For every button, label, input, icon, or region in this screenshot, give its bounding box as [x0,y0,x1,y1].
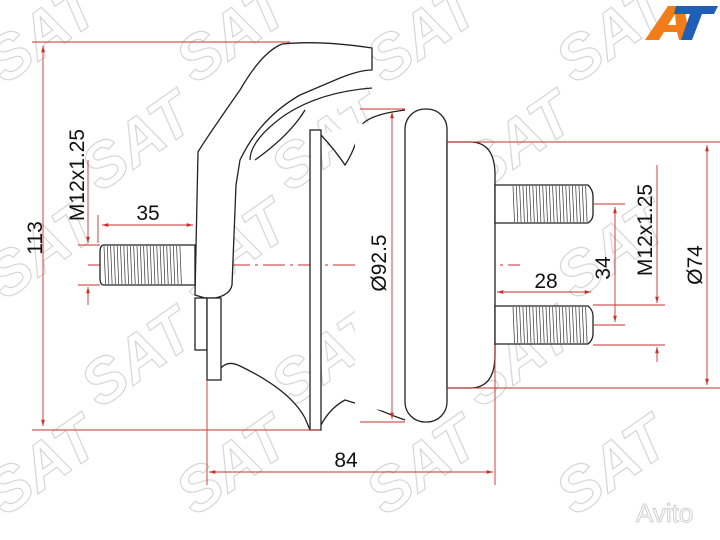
thread-line [136,245,139,285]
dim-left-stud-length: 35 [136,202,159,225]
dim-right-stud-length: 28 [534,270,557,293]
thread-line [575,185,578,223]
thread-line [542,185,545,223]
dimension-lines [32,41,720,485]
thread-line [163,245,166,285]
thread-line [522,185,525,223]
sat-watermark-text: SAT [353,0,495,96]
thread-line [572,306,575,344]
thread-line [106,245,110,285]
thread-line [172,245,176,285]
sat-watermark-text: SAT [0,401,115,529]
thread-line [562,306,565,344]
thread-line [149,245,153,285]
thread-line [519,185,522,223]
thread-line [103,245,106,285]
thread-line [552,306,555,344]
thread-line [542,306,545,344]
thread-line [581,185,585,223]
thread-line [123,245,126,285]
thread-line [130,245,133,285]
thread-line [169,245,172,285]
thread-line [153,245,156,285]
at-logo [645,6,718,40]
thread-line [525,185,529,223]
thread-line [539,306,542,344]
thread-line [515,185,519,223]
thread-line [535,306,538,344]
thread-line [515,306,519,344]
thread-line [116,245,120,285]
dim-flange-diameter: Ø92.5 [368,234,391,291]
thread-line [179,245,182,285]
thread-line [532,185,535,223]
sat-watermark-text: SAT [0,185,115,313]
thread-line [555,306,558,344]
thread-line [568,306,571,344]
thread-line [548,306,552,344]
thread-line [552,185,555,223]
sat-watermark-text: SAT [0,0,115,96]
thread-line [519,306,522,344]
thread-line [532,306,535,344]
thread-line [120,245,123,285]
thread-line [126,245,129,285]
thread-line [139,245,143,285]
sat-watermark-text: SAT [68,293,210,421]
dim-stud-spacing: 34 [592,256,615,280]
thread-line [525,306,529,344]
dim-height: 113 [24,221,47,254]
thread-line [572,185,575,223]
thread-line [529,306,532,344]
thread-line [585,185,588,223]
thread-line [146,245,149,285]
dim-right-thread: M12x1.25 [634,184,657,276]
dim-overall-length: 84 [334,449,358,472]
thread-line [558,185,562,223]
thread-line [565,185,568,223]
thread-line [176,245,179,285]
thread-line [133,245,136,285]
thread-line [565,306,568,344]
thread-line [512,306,515,344]
thread-line [143,245,146,285]
thread-line [581,306,585,344]
thread-line [575,306,578,344]
thread-line [156,245,159,285]
thread-line [562,185,565,223]
thread-line [578,306,581,344]
sat-watermark-text: SAT [163,401,305,529]
left-stud [99,244,196,286]
right-upper-stud [494,184,594,224]
thread-line [166,245,169,285]
thread-line [578,185,581,223]
thread-line [535,185,538,223]
right-lower-stud [494,305,594,345]
thread-line [558,306,562,344]
thread-line [545,185,548,223]
avito-watermark: Avito [636,498,693,528]
thread-line [113,245,116,285]
thread-line [529,185,532,223]
thread-line [568,185,571,223]
thread-line [159,245,162,285]
thread-line [555,185,558,223]
dim-left-thread: M12x1.25 [66,129,89,221]
thread-line [522,306,525,344]
thread-line [548,185,552,223]
thread-line [539,185,542,223]
thread-line [110,245,113,285]
thread-line [545,306,548,344]
thread-line [585,306,588,344]
sat-watermark-text: SAT [68,77,210,205]
dim-body-diameter: Ø74 [684,245,707,285]
thread-line [512,185,515,223]
